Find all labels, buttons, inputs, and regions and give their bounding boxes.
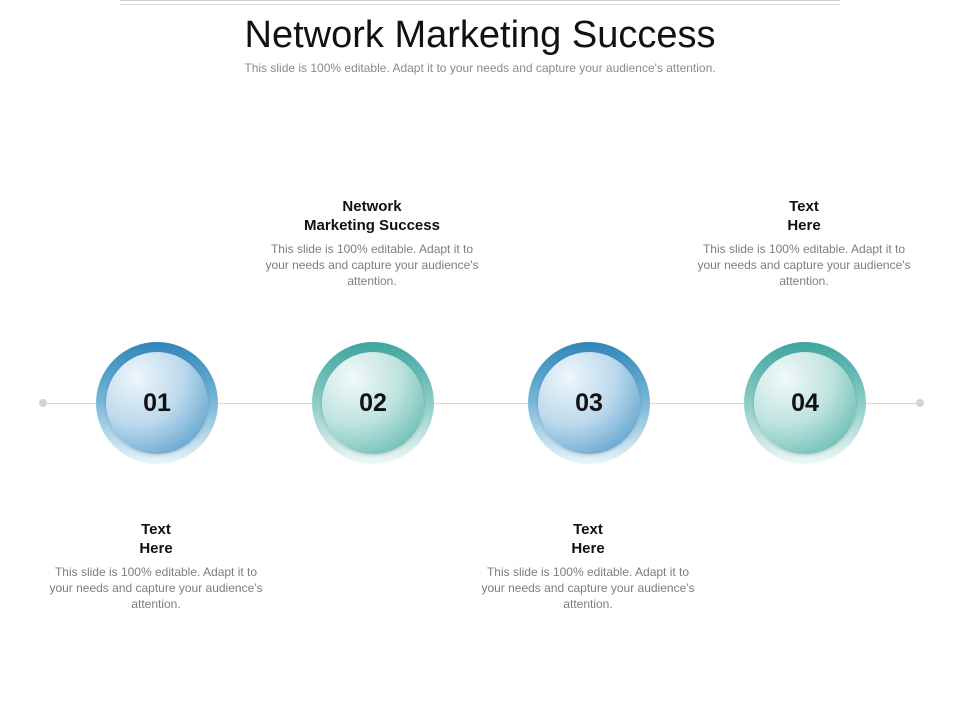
- step-heading: Text Here: [694, 197, 914, 235]
- step-circle-01: 01: [96, 342, 218, 464]
- step-inner-circle: [754, 352, 856, 454]
- step-description: This slide is 100% editable. Adapt it to…: [481, 565, 695, 611]
- step-number: 03: [575, 389, 603, 417]
- step-text-block-02: Network Marketing Success This slide is …: [262, 197, 482, 289]
- step-inner-circle: [538, 352, 640, 454]
- top-rule: [120, 0, 840, 1]
- step-heading: Text Here: [46, 520, 266, 558]
- step-heading: Text Here: [478, 520, 698, 558]
- step-heading-line: Marketing Success: [304, 217, 440, 234]
- step-heading-line: Text: [141, 521, 171, 538]
- step-inner-circle: [322, 352, 424, 454]
- timeline-end-dot: [916, 399, 924, 407]
- step-circle-03: 03: [528, 342, 650, 464]
- step-description: This slide is 100% editable. Adapt it to…: [697, 242, 911, 288]
- step-heading-line: Text: [573, 521, 603, 538]
- step-inner-circle: [106, 352, 208, 454]
- step-heading-line: Text: [789, 198, 819, 215]
- slide-subtitle: This slide is 100% editable. Adapt it to…: [244, 61, 716, 75]
- step-description: This slide is 100% editable. Adapt it to…: [265, 242, 479, 288]
- step-number: 01: [143, 389, 171, 417]
- step-circle-04: 04: [744, 342, 866, 464]
- step-description: This slide is 100% editable. Adapt it to…: [49, 565, 263, 611]
- step-number: 02: [359, 389, 387, 417]
- timeline-start-dot: [39, 399, 47, 407]
- step-circle-02: 02: [312, 342, 434, 464]
- step-number: 04: [791, 389, 819, 417]
- step-heading-line: Here: [139, 540, 173, 557]
- step-text-block-01: Text Here This slide is 100% editable. A…: [46, 520, 266, 612]
- step-text-block-03: Text Here This slide is 100% editable. A…: [478, 520, 698, 612]
- slide-title: Network Marketing Success: [244, 14, 716, 56]
- step-heading: Network Marketing Success: [262, 197, 482, 235]
- step-heading-line: Here: [571, 540, 605, 557]
- step-heading-line: Here: [787, 217, 821, 234]
- step-text-block-04: Text Here This slide is 100% editable. A…: [694, 197, 914, 289]
- top-rule-secondary: [120, 4, 840, 5]
- timeline-line: [43, 403, 920, 404]
- step-heading-line: Network: [342, 198, 402, 215]
